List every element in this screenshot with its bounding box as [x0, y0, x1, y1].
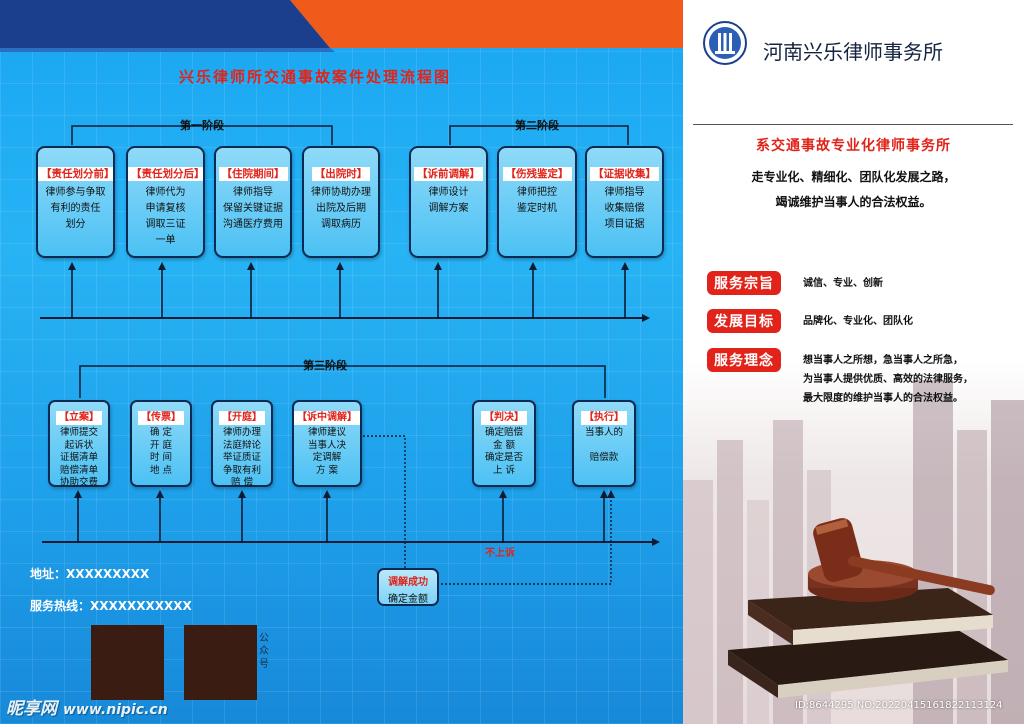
- law-firm-emblem-icon: [703, 21, 747, 65]
- address-text: 地址：XXXXXXXXX: [30, 567, 150, 581]
- step-body: 律师把控 鉴定时机: [517, 187, 557, 214]
- step-liability-after: 【责任划分后】 律师代为 申请复核 调取三证 一单: [126, 146, 205, 258]
- badge-label: 服务宗旨: [707, 271, 781, 295]
- step-head: 【责任划分后】: [128, 167, 205, 181]
- badge-text: 品牌化、专业化、团队化: [803, 316, 913, 327]
- stage1-label: 第一阶段: [180, 119, 224, 132]
- stage2-label: 第二阶段: [515, 119, 559, 132]
- firm-slogan-line1: 走专业化、精细化、团队化发展之路，: [751, 170, 956, 184]
- step-judgment: 【判决】 确定赔偿 金 额 确定是否 上 诉: [472, 400, 536, 487]
- step-body: 律师协助办理 出院及后期 调取病历: [311, 187, 371, 230]
- mediation-path-right: [441, 490, 615, 585]
- step-head: 【诉前调解】: [414, 167, 483, 181]
- flowchart-title: 兴乐律师所交通事故案件处理流程图: [178, 68, 451, 86]
- step-head: 【诉中调解】: [294, 411, 360, 425]
- step-body: 律师指导 收集赔偿 项目证据: [604, 187, 645, 230]
- corner-edge: [0, 48, 335, 52]
- step-body: 律师参与争取 有利的责任 划分: [45, 187, 106, 230]
- step-body: 当事人的 赔偿款: [584, 427, 623, 463]
- step-head: 【执行】: [581, 411, 627, 425]
- step-filing: 【立案】 律师提交 起诉状 证据清单 赔偿清单 协助交费: [48, 400, 110, 488]
- lower-arrows: [74, 490, 608, 542]
- step-pre-suit-mediation: 【诉前调解】 律师设计 调解方案: [409, 146, 488, 258]
- qr-caption: 公 众 号: [259, 633, 269, 670]
- badge-row-goal: 发展目标 品牌化、专业化、团队化: [707, 309, 913, 333]
- stage2-bracket: [449, 125, 629, 145]
- flowchart-panel: 兴乐律师所交通事故案件处理流程图: [0, 0, 683, 724]
- step-body: 律师提交 起诉状 证据清单 赔偿清单 协助交费: [59, 427, 98, 488]
- header-divider: [693, 124, 1013, 125]
- step-body: 确定赔偿 金 额 确定是否 上 诉: [484, 427, 523, 476]
- mediation-success-box: 调解成功 确定金额: [377, 568, 439, 606]
- step-evidence-collection: 【证据收集】 律师指导 收集赔偿 项目证据: [585, 146, 664, 258]
- badge-row-mission: 服务宗旨 诚信、专业、创新: [707, 271, 883, 295]
- stage1-bracket: [71, 125, 333, 145]
- step-discharge: 【出院时】 律师协助办理 出院及后期 调取病历: [302, 146, 380, 258]
- step-head: 【住院期间】: [218, 167, 288, 181]
- step-head: 【判决】: [481, 411, 527, 425]
- firm-name: 河南兴乐律师事务所: [763, 40, 943, 64]
- badge-row-philosophy: 服务理念 想当事人之所想，急当事人之所急， 为当事人提供优质、高效的法律服务， …: [707, 348, 973, 404]
- stage3-bracket: [79, 365, 606, 398]
- gavel-on-books-illustration: [728, 518, 1008, 698]
- step-body: 律师代为 申请复核 调取三证 一单: [145, 187, 186, 246]
- watermark-brand-name: 昵享网: [6, 699, 57, 719]
- step-head: 【出院时】: [311, 167, 371, 181]
- stage3-label: 第三阶段: [303, 359, 347, 372]
- step-body: 确 定 开 庭 时 间 地 点: [149, 427, 173, 476]
- step-hearing: 【开庭】 律师办理 法庭辩论 举证质证 争取有利 赔 偿: [211, 400, 273, 488]
- firm-info-panel: 河南兴乐律师事务所 系交通事故专业化律师事务所 走专业化、精细化、团队化发展之路…: [683, 0, 1024, 724]
- step-hospital-stay: 【住院期间】 律师指导 保留关键证据 沟通医疗费用: [214, 146, 292, 258]
- watermark-brand: 昵享网 www.nipic.cn: [6, 694, 168, 719]
- mediation-success-head: 调解成功: [388, 577, 428, 588]
- mediation-path-left: [363, 435, 406, 568]
- firm-tagline: 系交通事故专业化律师事务所: [756, 138, 951, 154]
- corner-orange-band: [290, 0, 683, 48]
- corner-navy-band: [0, 0, 330, 48]
- step-liability-before: 【责任划分前】 律师参与争取 有利的责任 划分: [36, 146, 115, 258]
- qr-code-placeholder-2: [184, 625, 257, 700]
- flow-connectors: [40, 125, 660, 585]
- step-body: 律师办理 法庭辩论 举证质证 争取有利 赔 偿: [222, 427, 261, 488]
- step-in-suit-mediation: 【诉中调解】 律师建议 当事人决 定调解 方 案: [292, 400, 362, 487]
- badge-label: 发展目标: [707, 309, 781, 333]
- step-head: 【立案】: [56, 411, 102, 425]
- step-body: 律师建议 当事人决 定调解 方 案: [307, 427, 346, 476]
- hotline-text: 服务热线：XXXXXXXXXXX: [30, 599, 192, 613]
- step-head: 【开庭】: [219, 411, 265, 425]
- firm-slogan-line2: 竭诚维护当事人的合法权益。: [775, 195, 932, 209]
- badge-label: 服务理念: [707, 348, 781, 372]
- step-head: 【传票】: [138, 411, 184, 425]
- watermark-url: www.nipic.cn: [63, 702, 168, 718]
- step-execution: 【执行】 当事人的 赔偿款: [572, 400, 636, 487]
- step-head: 【伤残鉴定】: [502, 167, 572, 181]
- upper-arrows: [68, 262, 629, 318]
- watermark-id: ID:8644295 NO:20220415161822113124: [795, 700, 1003, 711]
- qr-code-placeholder-1: [91, 625, 164, 700]
- badge-text: 想当事人之所想，急当事人之所急， 为当事人提供优质、高效的法律服务， 最大限度的…: [803, 355, 973, 404]
- step-body: 律师设计 调解方案: [428, 187, 469, 214]
- step-body: 律师指导 保留关键证据 沟通医疗费用: [223, 187, 283, 230]
- step-disability-appraisal: 【伤残鉴定】 律师把控 鉴定时机: [497, 146, 577, 258]
- step-head: 【证据收集】: [590, 167, 659, 181]
- step-head: 【责任划分前】: [38, 167, 115, 181]
- mediation-success-body: 确定金额: [388, 594, 428, 605]
- corner-decoration: [0, 0, 683, 52]
- badge-text: 诚信、专业、创新: [803, 278, 883, 289]
- step-summons: 【传票】 确 定 开 庭 时 间 地 点: [130, 400, 192, 487]
- no-appeal-label: 不上诉: [485, 548, 515, 559]
